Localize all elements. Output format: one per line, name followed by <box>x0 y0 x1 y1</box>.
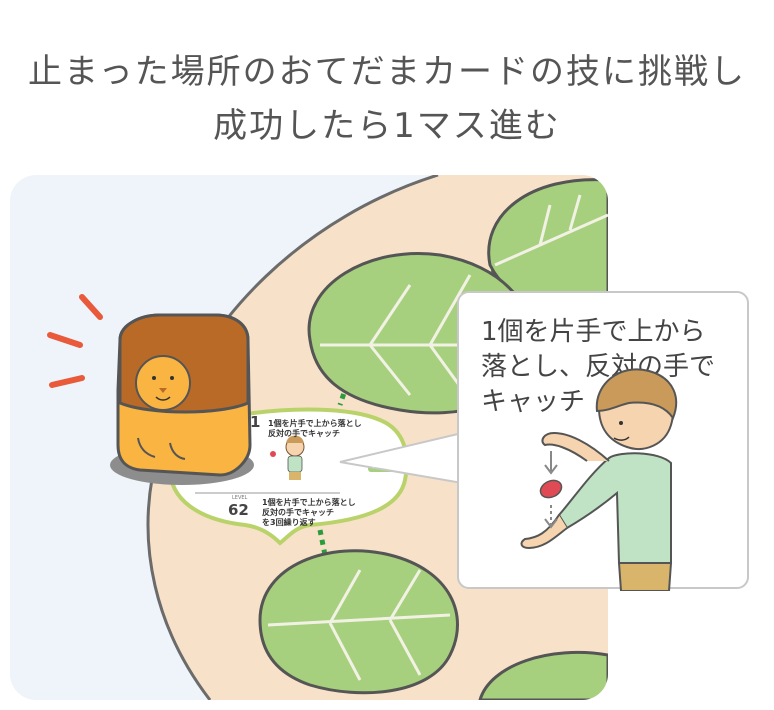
speech-bubble: 1個を片手で上から 落とし、反対の手で キャッチ <box>457 291 749 591</box>
bubble-line-1: 1個を片手で上から <box>481 317 706 347</box>
bubble-line-2: 落とし、反対の手で <box>481 352 716 382</box>
card-bottom-text-2: 反対の手でキャッチ <box>262 508 334 517</box>
card-bottom-text-3: を3回繰り返す <box>262 518 316 527</box>
leaf-space-3 <box>258 549 459 695</box>
beanbag-icon <box>539 479 563 499</box>
boy-illustration <box>520 368 678 591</box>
instruction-heading-line1: 止まった場所のおてだまカードの技に挑戦し <box>28 52 746 92</box>
card-top-number: 1 <box>250 413 261 431</box>
card-badge: なげる <box>371 463 387 469</box>
card-bottom-small: LEVEL <box>232 495 248 501</box>
card-top-text-1: 1個を片手で上から落とし <box>268 419 362 428</box>
leaf-space-4 <box>478 650 608 700</box>
bubble-line-3: キャッチ <box>481 387 586 417</box>
bubble-text: 1個を片手で上から 落とし、反対の手で キャッチ <box>481 315 743 420</box>
lion-piece <box>110 313 254 485</box>
instruction-heading-line2: 成功したら1マス進む <box>213 106 561 146</box>
emphasis-marks <box>47 294 103 388</box>
card-bottom-text-1: 1個を片手で上から落とし <box>262 498 356 507</box>
card-bottom-number: 62 <box>228 501 249 519</box>
card-top-text-2: 反対の手でキャッチ <box>268 429 340 438</box>
